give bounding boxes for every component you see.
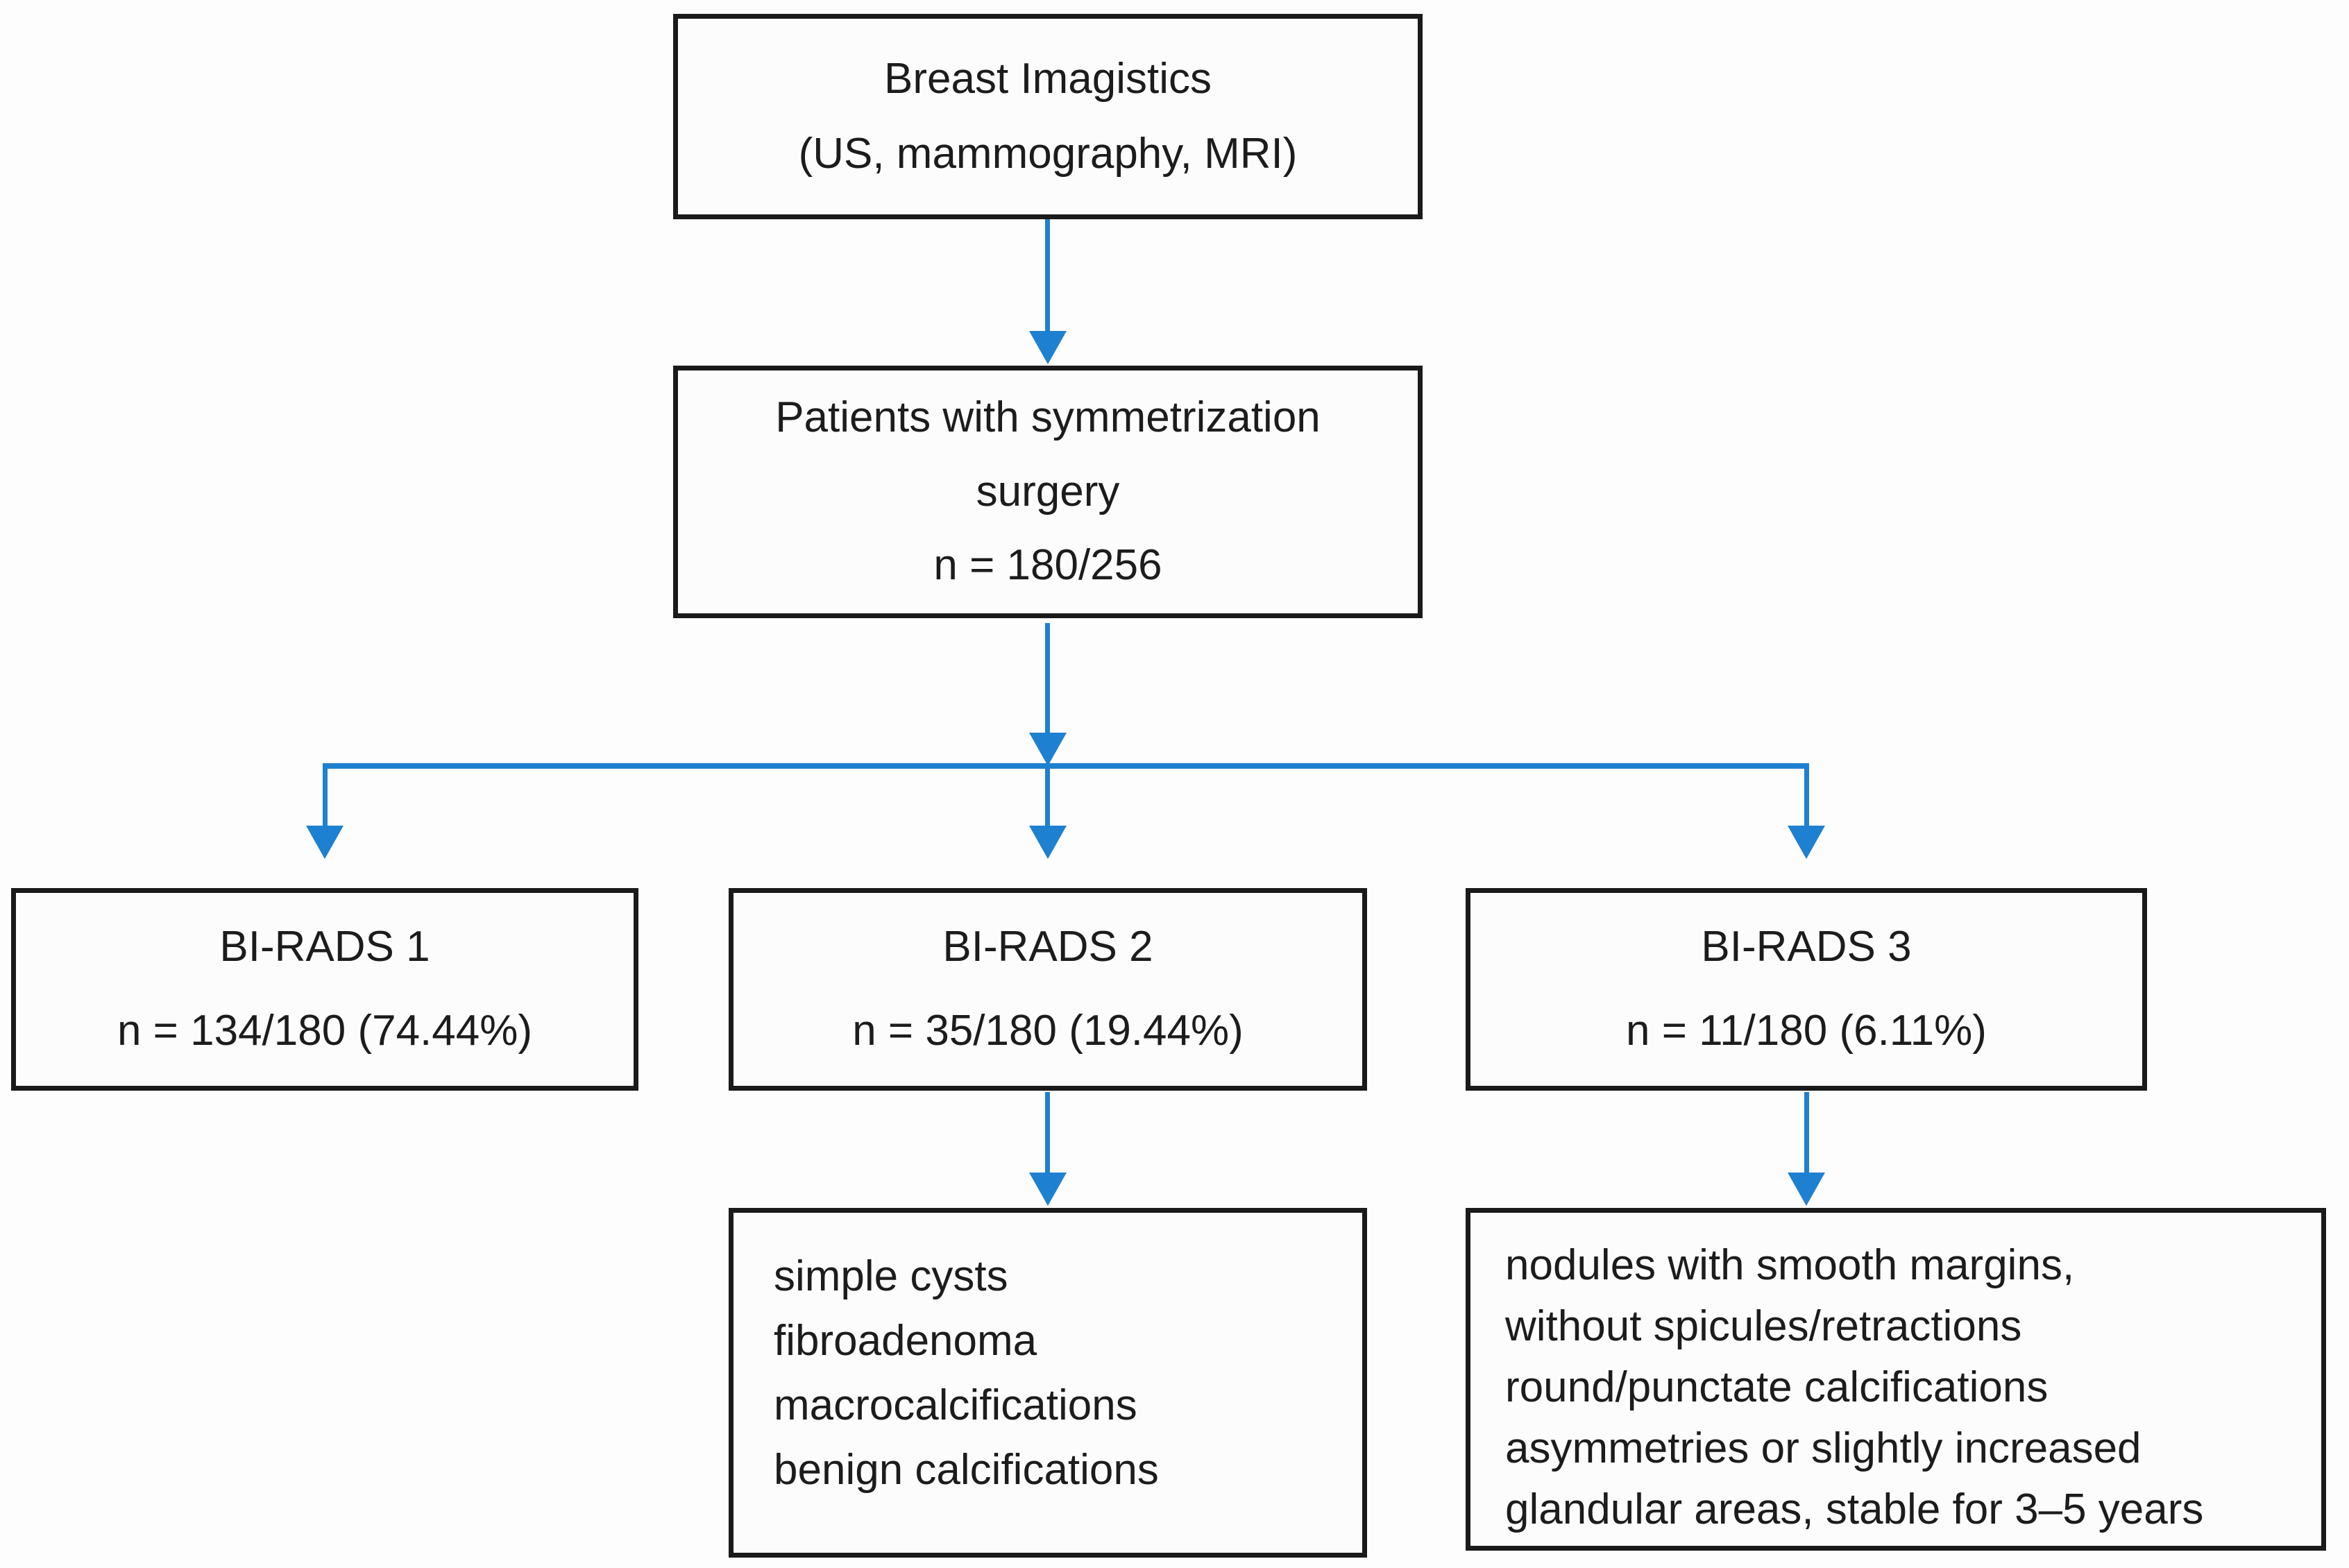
- arrow-line: [1804, 763, 1809, 827]
- birads1-count: n = 134/180 (74.44%): [117, 1007, 533, 1055]
- birads2-label: BI-RADS 2: [942, 923, 1153, 971]
- arrowhead-down-icon: [1788, 1173, 1825, 1206]
- arrowhead-down-icon: [1029, 826, 1067, 859]
- finding-item: macrocalcifications: [774, 1381, 1137, 1429]
- arrowhead-down-icon: [1029, 733, 1067, 766]
- arrow-line: [1804, 1092, 1809, 1174]
- arrowhead-down-icon: [306, 826, 344, 859]
- finding-item: benign calcifications: [774, 1446, 1159, 1494]
- birads1-box: BI-RADS 1 n = 134/180 (74.44%): [11, 888, 638, 1091]
- patients-line-2: surgery: [976, 467, 1120, 515]
- imaging-modalities: (US, mammography, MRI): [798, 130, 1298, 178]
- finding-item: glandular areas, stable for 3–5 years: [1505, 1485, 2204, 1534]
- birads3-count: n = 11/180 (6.11%): [1626, 1007, 1987, 1055]
- arrow-line: [323, 763, 328, 827]
- imaging-box: Breast Imagistics (US, mammography, MRI): [673, 14, 1423, 219]
- birads2-box: BI-RADS 2 n = 35/180 (19.44%): [729, 888, 1367, 1091]
- birads3-findings-box: nodules with smooth margins, without spi…: [1466, 1208, 2326, 1551]
- finding-item: without spicules/retractions: [1505, 1302, 2022, 1351]
- arrowhead-down-icon: [1029, 1173, 1067, 1206]
- finding-item: fibroadenoma: [774, 1317, 1037, 1365]
- birads1-label: BI-RADS 1: [219, 923, 430, 971]
- branch-connector-line: [323, 763, 1809, 769]
- arrow-line: [1045, 1092, 1050, 1174]
- finding-item: nodules with smooth margins,: [1505, 1241, 2075, 1289]
- finding-item: simple cysts: [774, 1252, 1008, 1300]
- patients-box: Patients with symmetrization surgery n =…: [673, 366, 1423, 618]
- arrowhead-down-icon: [1788, 826, 1825, 859]
- arrow-line: [1045, 769, 1050, 827]
- patients-count: n = 180/256: [933, 541, 1162, 590]
- birads2-findings-box: simple cysts fibroadenoma macrocalcifica…: [729, 1208, 1367, 1558]
- arrow-line: [1045, 623, 1050, 734]
- arrow-line: [1045, 219, 1050, 339]
- birads3-label: BI-RADS 3: [1701, 923, 1912, 971]
- imaging-title: Breast Imagistics: [883, 54, 1212, 103]
- birads3-box: BI-RADS 3 n = 11/180 (6.11%): [1466, 888, 2147, 1091]
- patients-line-1: Patients with symmetrization: [775, 393, 1321, 442]
- finding-item: round/punctate calcifications: [1505, 1363, 2049, 1412]
- arrowhead-down-icon: [1029, 331, 1067, 364]
- finding-item: asymmetries or slightly increased: [1505, 1424, 2142, 1473]
- birads2-count: n = 35/180 (19.44%): [852, 1007, 1244, 1055]
